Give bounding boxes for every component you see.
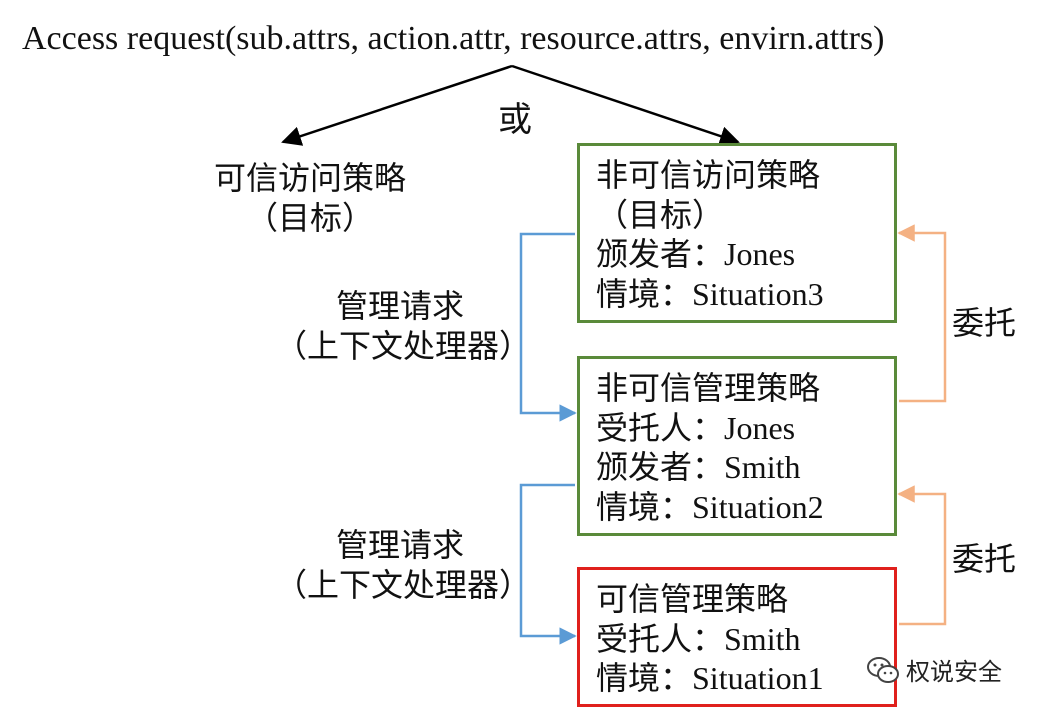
admin-request-lower-title: 管理请求 xyxy=(335,527,464,563)
untrusted-admin-title: 非可信管理策略 xyxy=(596,370,821,406)
wechat-icon xyxy=(867,656,899,683)
delegation-label-upper: 委托 xyxy=(952,305,1017,341)
trusted-admin-situation: 情境：Situation1 xyxy=(596,660,824,696)
trusted-access-title: 可信访问策略 xyxy=(213,160,406,196)
or-label: 或 xyxy=(498,102,532,139)
trusted-access-policy: 可信访问策略 （目标） xyxy=(205,158,415,238)
arrow-to-trusted-access xyxy=(281,64,513,146)
untrusted-admin-situation: 情境：Situation2 xyxy=(596,488,824,525)
admin-request-link-upper xyxy=(519,232,577,422)
untrusted-access-policy-box: 非可信访问策略 （目标） 颁发者：Jones 情境：Situation3 xyxy=(577,143,897,323)
watermark-text: 权说安全 xyxy=(906,658,1002,686)
admin-request-link-lower xyxy=(519,483,577,645)
delegation-link-lower xyxy=(897,485,947,626)
trusted-admin-delegate: 受托人：Smith xyxy=(596,620,801,657)
request-split-arrows xyxy=(281,64,740,146)
delegation-label-lower: 委托 xyxy=(952,541,1017,577)
admin-request-upper-context: （上下文处理器） xyxy=(275,328,532,364)
untrusted-access-target: （目标） xyxy=(596,196,725,233)
untrusted-admin-delegate: 受托人：Jones xyxy=(596,409,796,446)
watermark: 权说安全 xyxy=(866,652,1002,687)
trusted-admin-title: 可信管理策略 xyxy=(596,581,789,617)
admin-request-label-upper: 管理请求 （上下文处理器） xyxy=(275,286,532,366)
admin-request-upper-title: 管理请求 xyxy=(335,288,464,324)
untrusted-access-issuer: 颁发者：Jones xyxy=(596,236,796,272)
untrusted-access-situation: 情境：Situation3 xyxy=(596,275,824,312)
untrusted-access-title: 非可信访问策略 xyxy=(596,157,821,193)
untrusted-admin-policy-box: 非可信管理策略 受托人：Jones 颁发者：Smith 情境：Situation… xyxy=(577,356,897,536)
access-request-title: Access request(sub.attrs, action.attr, r… xyxy=(22,20,885,57)
admin-request-label-lower: 管理请求 （上下文处理器） xyxy=(275,525,532,605)
arrow-to-untrusted-access xyxy=(511,64,740,146)
untrusted-admin-issuer: 颁发者：Smith xyxy=(596,449,801,485)
delegation-link-upper xyxy=(897,224,947,403)
trusted-admin-policy-box: 可信管理策略 受托人：Smith 情境：Situation1 xyxy=(577,567,897,707)
admin-request-lower-context: （上下文处理器） xyxy=(275,567,532,603)
trusted-access-target: （目标） xyxy=(245,200,374,236)
